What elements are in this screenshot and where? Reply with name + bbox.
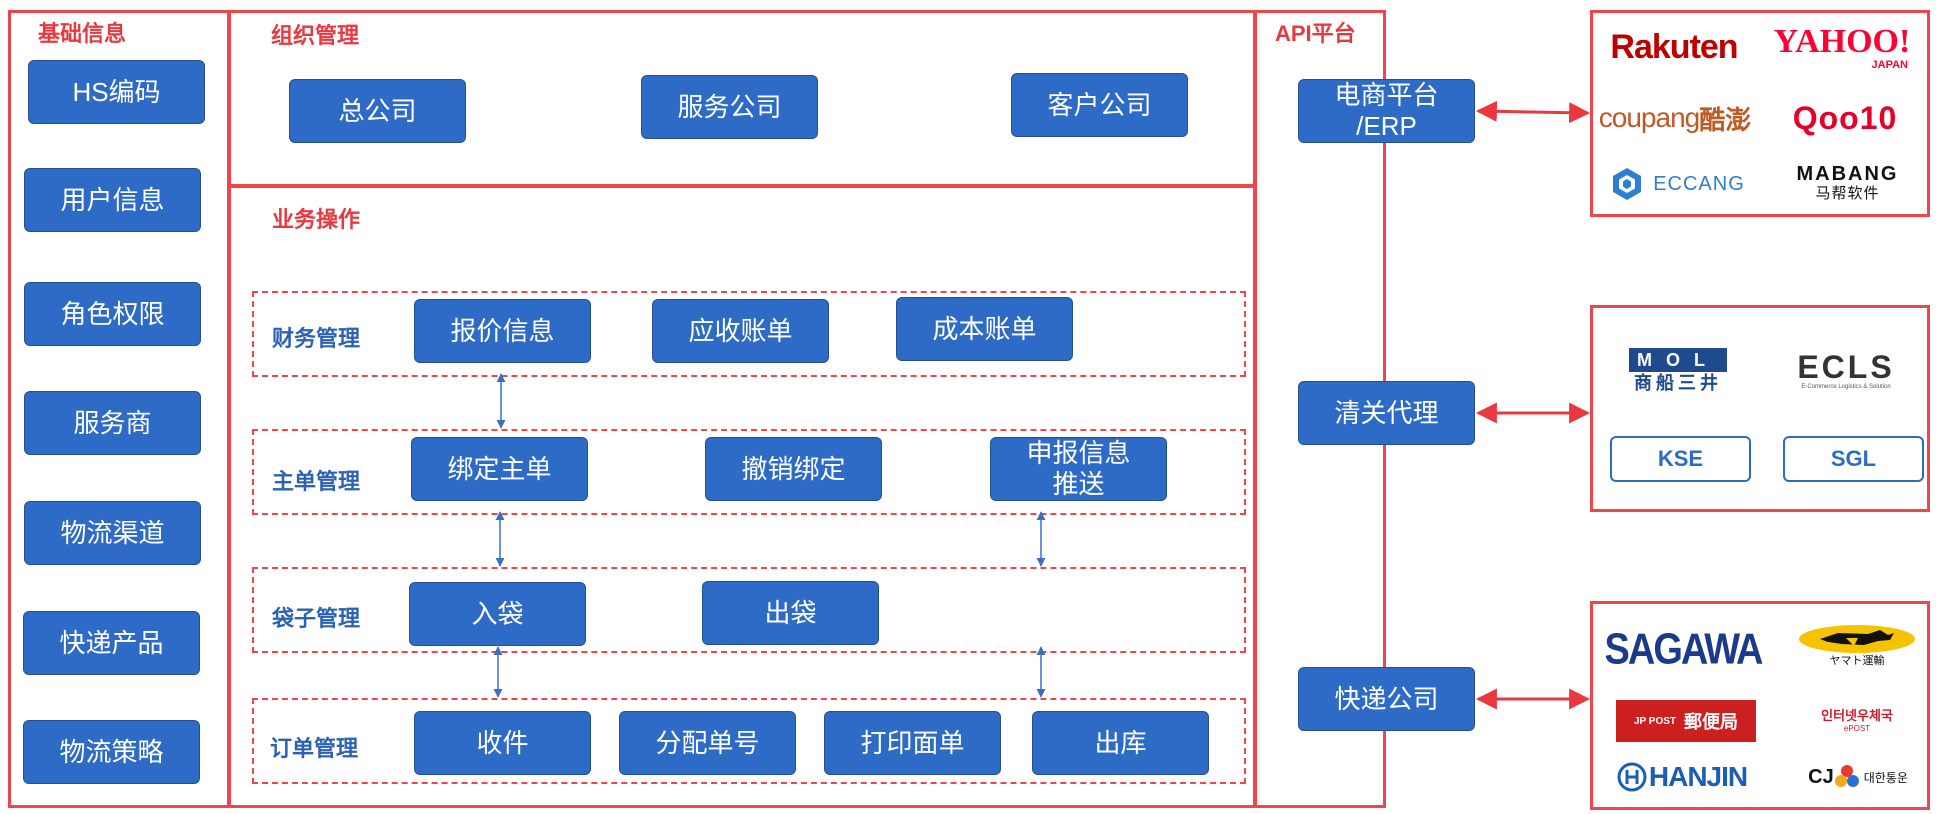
bind-master-button[interactable]: 绑定主单 <box>411 437 588 501</box>
yahoo-japan-logo: YAHOO! JAPAN <box>1773 23 1911 72</box>
order-label: 订单管理 <box>270 736 359 761</box>
ecls-logo: ECLS E-Commerce Logistics & Solution <box>1797 349 1895 390</box>
ops-title: 业务操作 <box>272 207 361 232</box>
receive-button[interactable]: 收件 <box>414 711 591 775</box>
finance-row <box>252 291 1246 377</box>
customs-agent-button[interactable]: 清关代理 <box>1298 381 1475 445</box>
rakuten-logo: Rakuten <box>1610 27 1738 66</box>
declare-push-button[interactable]: 申报信息 推送 <box>990 437 1167 501</box>
express-company-button[interactable]: 快递公司 <box>1298 667 1475 731</box>
ecommerce-link-arrow <box>1475 100 1591 124</box>
service-provider-button[interactable]: 服务商 <box>24 391 201 455</box>
eccang-icon <box>1613 168 1642 200</box>
express-partners-panel <box>1590 601 1930 810</box>
basic-info-title: 基础信息 <box>38 21 127 46</box>
api-title: API平台 <box>1275 21 1356 46</box>
express-product-button[interactable]: 快递产品 <box>23 611 200 675</box>
cost-bill-button[interactable]: 成本账单 <box>896 297 1073 361</box>
assign-number-button[interactable]: 分配单号 <box>619 711 796 775</box>
yamato-cat-icon <box>1799 625 1915 653</box>
korea-post-logo: 인터넷우체국 ePOST <box>1821 708 1893 733</box>
order-row <box>252 698 1246 784</box>
unbind-button[interactable]: 撤销绑定 <box>705 437 882 501</box>
master-label: 主单管理 <box>272 469 361 494</box>
jp-post-logo: JP POST 郵便局 <box>1616 700 1756 742</box>
logistics-strategy-button[interactable]: 物流策略 <box>23 720 200 784</box>
logistics-channel-button[interactable]: 物流渠道 <box>24 501 201 565</box>
sgl-logo: SGL <box>1783 436 1924 482</box>
bag-in-button[interactable]: 入袋 <box>409 582 586 646</box>
qoo10-logo: Qoo10 <box>1792 99 1898 136</box>
ecommerce-erp-button[interactable]: 电商平台 /ERP <box>1298 79 1475 143</box>
receivable-bill-button[interactable]: 应收账单 <box>652 299 829 363</box>
cj-logistics-logo: CJ 대한통운 <box>1796 756 1920 798</box>
bag-label: 袋子管理 <box>272 606 361 631</box>
yamato-logo: ヤマト運輸 <box>1792 618 1922 674</box>
quote-info-button[interactable]: 报价信息 <box>414 299 591 363</box>
hs-code-button[interactable]: HS编码 <box>28 60 205 124</box>
customer-company-button[interactable]: 客户公司 <box>1011 73 1188 137</box>
head-company-button[interactable]: 总公司 <box>289 79 466 143</box>
service-company-button[interactable]: 服务公司 <box>641 75 818 139</box>
ecommerce-partners-panel <box>1590 10 1930 217</box>
hanjin-logo: HANJIN <box>1612 754 1752 800</box>
bag-out-button[interactable]: 出袋 <box>702 581 879 645</box>
finance-label: 财务管理 <box>272 326 361 351</box>
sagawa-logo: SAGAWA <box>1604 625 1764 674</box>
print-label-button[interactable]: 打印面单 <box>824 711 1001 775</box>
user-info-button[interactable]: 用户信息 <box>24 168 201 232</box>
coupang-logo: coupang 酷澎 <box>1598 102 1752 135</box>
mabang-logo: MABANG 马帮软件 <box>1796 163 1899 202</box>
cj-petal-icon <box>1834 765 1859 787</box>
master-row <box>252 429 1246 515</box>
kse-logo: KSE <box>1610 436 1751 482</box>
hanjin-icon <box>1617 762 1647 792</box>
customs-partners-panel <box>1590 305 1930 512</box>
eccang-logo: ECCANG <box>1602 162 1752 206</box>
mol-logo: MOL 商船三井 <box>1608 346 1748 396</box>
outbound-button[interactable]: 出库 <box>1032 711 1209 775</box>
role-permission-button[interactable]: 角色权限 <box>24 282 201 346</box>
bag-row <box>252 567 1246 653</box>
org-title: 组织管理 <box>271 23 360 48</box>
